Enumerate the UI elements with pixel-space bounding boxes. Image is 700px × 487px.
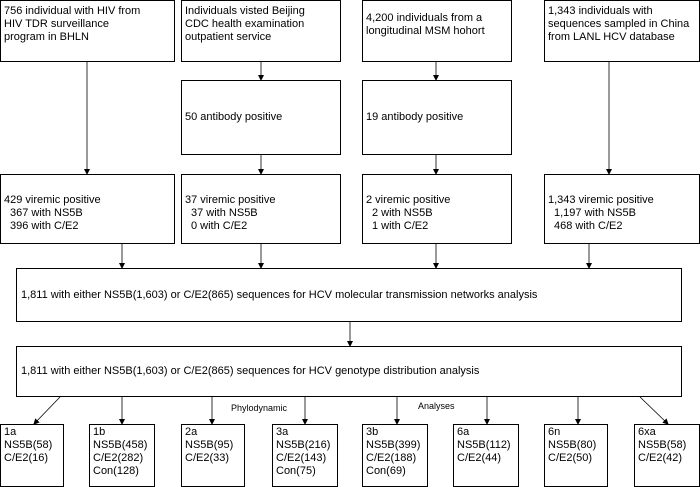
- antibody-text: 50 antibody positive: [185, 111, 283, 123]
- viremic-line: 1 with C/E2: [372, 220, 429, 232]
- viremic-line: 396 with C/E2: [10, 220, 79, 232]
- genotype-line: Con(128): [93, 465, 139, 477]
- genotype-line: NS5B(58): [638, 439, 687, 451]
- source-box-beijing-cdc: Individuals visted Beijing CDC health ex…: [181, 0, 341, 62]
- genotype-box-6a: 6a NS5B(112) C/E2(44): [453, 424, 519, 487]
- genotype-line: C/E2(50): [548, 452, 593, 464]
- viremic-box-1: 429 viremic positive 367 with NS5B 396 w…: [0, 174, 175, 244]
- genotype-line: Con(69): [366, 465, 406, 477]
- genotype-line: C/E2(188): [366, 452, 417, 464]
- genotype-line: NS5B(95): [185, 439, 234, 451]
- arrow-genotype-1a: [33, 396, 61, 425]
- genotype-line: 3b: [366, 426, 379, 438]
- genotype-line: 6a: [457, 426, 470, 438]
- genotype-line: C/E2(143): [276, 452, 327, 464]
- genotype-line: NS5B(216): [276, 439, 331, 451]
- viremic-line: 429 viremic positive: [4, 194, 101, 206]
- genotype-line: 6xa: [638, 426, 656, 438]
- viremic-line: 1,197 with NS5B: [554, 207, 636, 219]
- genotype-line: NS5B(399): [366, 439, 421, 451]
- source-line: program in BHLN: [4, 31, 89, 43]
- genotype-line: C/E2(44): [457, 452, 502, 464]
- genotype-box-2a: 2a NS5B(95) C/E2(33): [181, 424, 245, 487]
- arrow-genotype-6xa: [639, 396, 669, 425]
- genotype-box-1a: 1a NS5B(58) C/E2(16): [0, 424, 64, 487]
- viremic-line: 1,343 viremic positive: [548, 194, 654, 206]
- genotype-line: C/E2(16): [4, 452, 49, 464]
- viremic-line: 367 with NS5B: [10, 207, 83, 219]
- source-box-msm-cohort: 4,200 individuals from a longitudinal MS…: [362, 0, 512, 62]
- source-line: 1,343 individuals with: [548, 5, 653, 17]
- genotype-line: NS5B(458): [93, 439, 148, 451]
- genotype-box-3b: 3b NS5B(399) C/E2(188) Con(69): [362, 424, 428, 487]
- genotype-line: 2a: [185, 426, 198, 438]
- genotype-line: NS5B(112): [457, 439, 511, 451]
- viremic-box-4: 1,343 viremic positive 1,197 with NS5B 4…: [544, 174, 700, 244]
- genotype-line: Con(75): [276, 465, 316, 477]
- viremic-line: 2 viremic positive: [366, 194, 451, 206]
- genotype-line: C/E2(42): [638, 452, 683, 464]
- genotype-analysis-box: 1,811 with either NS5B(1,603) or C/E2(86…: [16, 346, 682, 397]
- genotype-box-6n: 6n NS5B(80) C/E2(50): [544, 424, 608, 487]
- genotype-line: C/E2(282): [93, 452, 144, 464]
- source-line: sequences sampled in China: [548, 18, 690, 30]
- genotype-box-1b: 1b NS5B(458) C/E2(282) Con(128): [89, 424, 155, 487]
- source-line: CDC health examination: [185, 18, 305, 30]
- network-analysis-box: 1,811 with either NS5B(1,603) or C/E2(86…: [16, 268, 682, 322]
- source-line: 4,200 individuals from a: [366, 12, 483, 24]
- genotype-line: 1b: [93, 426, 106, 438]
- viremic-line: 468 with C/E2: [554, 220, 623, 232]
- genotype-line: 6n: [548, 426, 561, 438]
- genotype-line: 3a: [276, 426, 289, 438]
- viremic-line: 2 with NS5B: [372, 207, 433, 219]
- phylodynamic-label: Phylodynamic: [231, 403, 288, 413]
- source-line: outpatient service: [185, 31, 272, 43]
- genotype-line: 1a: [4, 426, 17, 438]
- source-line: from LANL HCV database: [548, 31, 675, 43]
- source-box-lanl: 1,343 individuals with sequences sampled…: [544, 0, 700, 62]
- viremic-line: 37 viremic positive: [185, 194, 276, 206]
- genotype-box-6xa: 6xa NS5B(58) C/E2(42): [634, 424, 700, 487]
- genotype-line: NS5B(80): [548, 439, 597, 451]
- genotype-line: NS5B(58): [4, 439, 53, 451]
- source-line: 756 individual with HIV from: [4, 5, 141, 17]
- source-box-hiv-tdr: 756 individual with HIV from HIV TDR sur…: [0, 0, 175, 62]
- antibody-text: 19 antibody positive: [366, 111, 464, 123]
- source-line: HIV TDR surveillance: [4, 18, 109, 30]
- antibody-box-1: 50 antibody positive: [181, 80, 341, 155]
- genotype-analysis-text: 1,811 with either NS5B(1,603) or C/E2(86…: [21, 365, 480, 377]
- viremic-box-3: 2 viremic positive 2 with NS5B 1 with C/…: [362, 174, 512, 244]
- genotype-line: C/E2(33): [185, 452, 230, 464]
- viremic-box-2: 37 viremic positive 37 with NS5B 0 with …: [181, 174, 341, 244]
- genotype-box-3a: 3a NS5B(216) C/E2(143) Con(75): [272, 424, 338, 487]
- viremic-line: 0 with C/E2: [191, 220, 248, 232]
- network-analysis-text: 1,811 with either NS5B(1,603) or C/E2(86…: [21, 288, 538, 301]
- viremic-line: 37 with NS5B: [191, 207, 258, 219]
- antibody-box-2: 19 antibody positive: [362, 80, 512, 155]
- source-line: longitudinal MSM hohort: [366, 25, 485, 37]
- source-line: Individuals visted Beijing: [185, 5, 305, 17]
- analyses-label: Analyses: [418, 401, 455, 411]
